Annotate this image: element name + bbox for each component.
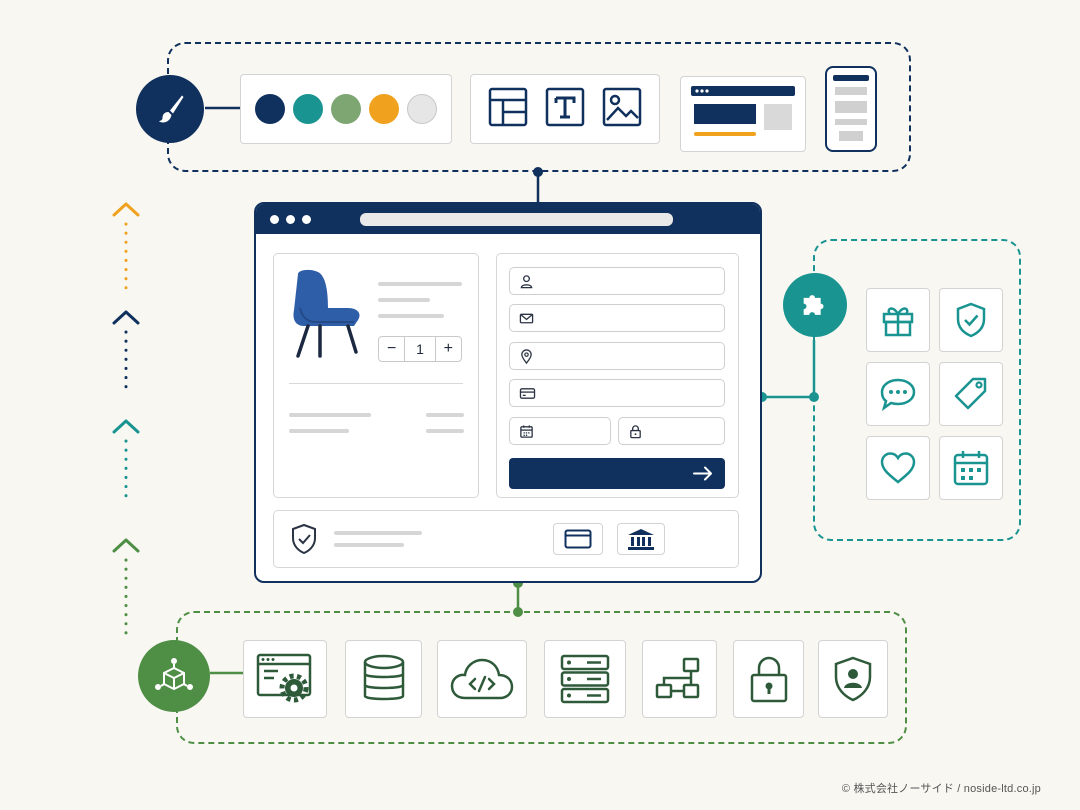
user-shield-icon bbox=[832, 655, 874, 703]
server-rack-icon bbox=[559, 653, 611, 705]
shield-check-icon bbox=[951, 300, 991, 340]
design-badge bbox=[136, 75, 204, 143]
summary-label-line bbox=[289, 429, 349, 433]
summary-label-line bbox=[289, 413, 371, 417]
color-palette-card bbox=[240, 74, 452, 144]
progress-arrow-teal bbox=[112, 419, 140, 502]
product-title-line bbox=[378, 282, 462, 286]
color-swatch-light-gray[interactable] bbox=[407, 94, 437, 124]
security-code-field[interactable] bbox=[618, 417, 725, 445]
integrations-badge bbox=[783, 273, 847, 337]
browser-titlebar bbox=[256, 204, 760, 234]
text-icon[interactable] bbox=[545, 87, 585, 132]
integration-tile-calendar[interactable] bbox=[939, 436, 1003, 500]
content-elements-card bbox=[470, 74, 660, 144]
progress-arrow-navy bbox=[112, 310, 140, 394]
tag-icon bbox=[951, 374, 991, 414]
browser-settings-icon bbox=[256, 653, 314, 705]
summary-value-line bbox=[426, 429, 464, 433]
quantity-minus-button[interactable]: − bbox=[387, 340, 397, 357]
chat-bubble-icon bbox=[878, 374, 918, 414]
backend-tile-cloud-code[interactable] bbox=[437, 640, 527, 718]
bank-icon bbox=[628, 529, 654, 550]
backend-tile-padlock[interactable] bbox=[733, 640, 804, 718]
calendar-icon bbox=[951, 448, 991, 488]
backend-badge bbox=[138, 640, 210, 712]
quantity-stepper[interactable]: − 1 + bbox=[378, 336, 462, 362]
gift-icon bbox=[878, 300, 918, 340]
image-icon[interactable] bbox=[602, 87, 642, 132]
cube-network-icon bbox=[155, 658, 193, 691]
bank-payment-option[interactable] bbox=[617, 523, 665, 555]
product-divider bbox=[289, 383, 463, 384]
summary-value-line bbox=[426, 413, 464, 417]
workflow-icon bbox=[654, 657, 706, 701]
padlock-icon bbox=[749, 655, 789, 703]
window-dot[interactable] bbox=[286, 215, 295, 224]
integration-tile-heart[interactable] bbox=[866, 436, 930, 500]
backend-tile-user-shield[interactable] bbox=[818, 640, 888, 718]
product-desc-line bbox=[378, 298, 430, 302]
secure-text-line bbox=[334, 531, 422, 535]
progress-arrow-gold bbox=[112, 202, 140, 292]
arrow-right-icon bbox=[693, 466, 712, 481]
backend-tile-server-rack[interactable] bbox=[544, 640, 626, 718]
desktop-layout-preview[interactable] bbox=[680, 76, 806, 152]
database-icon bbox=[360, 653, 408, 705]
backend-tile-workflow[interactable] bbox=[642, 640, 717, 718]
layout-grid-icon[interactable] bbox=[488, 87, 528, 132]
progress-arrow-green bbox=[112, 538, 140, 642]
window-dot[interactable] bbox=[270, 215, 279, 224]
paintbrush-icon bbox=[158, 95, 184, 123]
address-field[interactable] bbox=[509, 342, 725, 370]
color-swatch-sage[interactable] bbox=[331, 94, 361, 124]
expiry-date-field[interactable] bbox=[509, 417, 611, 445]
window-dot[interactable] bbox=[302, 215, 311, 224]
email-field[interactable] bbox=[509, 304, 725, 332]
heart-icon bbox=[878, 448, 918, 488]
card-number-field[interactable] bbox=[509, 379, 725, 407]
integration-tile-chat-bubble[interactable] bbox=[866, 362, 930, 426]
user-icon bbox=[520, 274, 533, 288]
integration-tile-tag[interactable] bbox=[939, 362, 1003, 426]
quantity-plus-button[interactable]: + bbox=[443, 340, 453, 357]
integrations-section-box bbox=[813, 239, 1021, 541]
integration-tile-shield-check[interactable] bbox=[939, 288, 1003, 352]
copyright-notice: © 株式会社ノーサイド / noside-ltd.co.jp bbox=[841, 783, 1041, 795]
submit-payment-button[interactable] bbox=[509, 458, 725, 489]
top-connector-dot bbox=[533, 167, 543, 177]
name-field[interactable] bbox=[509, 267, 725, 295]
secure-text-line bbox=[334, 543, 404, 547]
mail-icon bbox=[519, 313, 534, 323]
integration-tile-gift[interactable] bbox=[866, 288, 930, 352]
quantity-value[interactable]: 1 bbox=[416, 341, 424, 357]
color-swatch-teal[interactable] bbox=[293, 94, 323, 124]
card-payment-option[interactable] bbox=[553, 523, 603, 555]
backend-tile-browser-settings[interactable] bbox=[243, 640, 327, 718]
address-bar[interactable] bbox=[360, 213, 673, 226]
product-desc-line bbox=[378, 314, 444, 318]
color-swatch-navy[interactable] bbox=[255, 94, 285, 124]
location-pin-icon bbox=[521, 348, 532, 364]
backend-tile-database[interactable] bbox=[345, 640, 422, 718]
lock-icon bbox=[630, 424, 641, 438]
shield-check-icon bbox=[290, 523, 318, 560]
credit-card-icon bbox=[564, 529, 592, 549]
color-swatch-gold[interactable] bbox=[369, 94, 399, 124]
cloud-code-icon bbox=[449, 656, 515, 702]
payment-footer-strip bbox=[273, 510, 739, 568]
chair-icon bbox=[288, 268, 364, 365]
puzzle-icon bbox=[803, 295, 824, 315]
credit-card-icon bbox=[519, 387, 536, 399]
calendar-icon bbox=[520, 424, 533, 438]
mobile-layout-preview[interactable] bbox=[825, 66, 877, 152]
